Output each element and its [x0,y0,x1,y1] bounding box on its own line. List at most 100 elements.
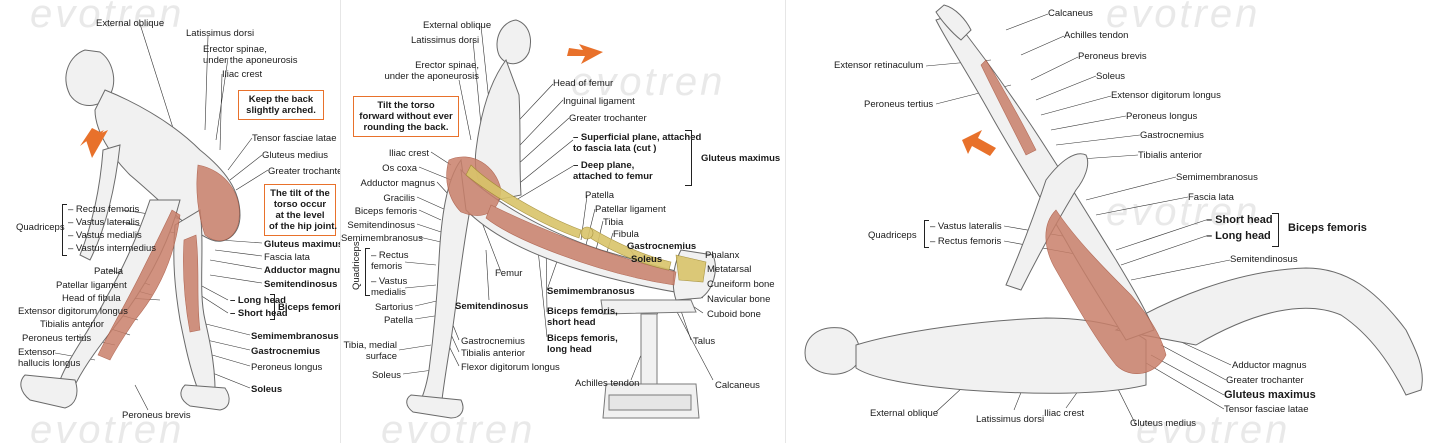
label-inguinal-ligament: Inguinal ligament [563,96,635,107]
label-short-head: – Short head [1206,214,1273,226]
label-extensor-retinaculum: Extensor retinaculum [834,60,924,71]
label-head-of-femur: Head of femur [553,78,614,89]
label-sartorius: Sartorius [374,302,413,313]
label-deep-plane: – Deep plane, attached to femur [573,160,653,182]
label-greater-trochanter: Greater trochanter [1226,375,1304,386]
label-quadriceps: Quadriceps [868,230,917,241]
label-gastrocnemius: Gastrocnemius [251,346,321,357]
panel-bench-stretch: evotren evotren [340,0,786,443]
label-gluteus-medius: Gluteus medius [262,150,329,161]
label-talus: Talus [693,336,716,347]
label-achilles-tendon: Achilles tendon [575,378,640,389]
label-erector-spinae: Erector spinae, under the aponeurosis [203,44,298,66]
label-biceps-long-head: Biceps femoris, long head [547,333,618,355]
label-gracilis: Gracilis [383,193,415,204]
panel-standing-forward-bend: evotren evotren [0,0,340,443]
label-erector-spinae: Erector spinae, under the aponeurosis [384,60,479,82]
label-semitendinosus: Semitendinosus [1230,254,1298,265]
label-gastrocnemius: Gastrocnemius [1140,130,1204,141]
label-gluteus-maximus: Gluteus maximus [264,239,340,250]
label-greater-trochanter: Greater trochanter [268,166,340,177]
label-os-coxa: Os coxa [382,163,417,174]
watermark: evotren [30,0,185,36]
bracket [365,248,370,296]
label-greater-trochanter: Greater trochanter [569,113,647,124]
label-gastrocnemius-left: Gastrocnemius [461,336,525,347]
label-semitendinosus: Semitendinosus [264,279,338,290]
label-adductor-magnus: Adductor magnus [1232,360,1307,371]
label-latissimus-dorsi: Latissimus dorsi [186,28,255,39]
label-tibialis-anterior: Tibialis anterior [40,319,105,330]
label-external-oblique: External oblique [870,408,939,419]
label-tibialis-anterior: Tibialis anterior [1138,150,1203,161]
bracket [270,294,275,320]
watermark: evotren [1106,190,1261,234]
label-adductor-magnus: Adductor magnus [264,265,340,276]
label-tibia: Tibia [603,217,624,228]
bracket [62,204,67,256]
label-extensor-digitorum-longus: Extensor digitorum longus [18,306,128,317]
note-keep-back-arched: Keep the back slightly arched. [238,90,324,120]
label-semimembranosus-bold: Semimembranosus [547,286,635,297]
label-patella: Patella [94,266,124,277]
label-soleus: Soleus [631,254,663,265]
label-semimembranosus: Semimembranosus [341,233,423,244]
label-soleus: Soleus [251,384,283,395]
label-fibula: Fibula [613,229,639,240]
label-latissimus-dorsi: Latissimus dorsi [976,414,1045,425]
note-tilt-hip-joint: The tilt of the torso occur at the level… [264,184,337,236]
label-calcaneus: Calcaneus [1048,8,1093,19]
label-tibialis-anterior: Tibialis anterior [461,348,526,359]
label-biceps-femoris: Biceps femoris [1288,222,1367,234]
label-vastus-intermedius: – Vastus intermedius [68,243,157,254]
arrow-icon [962,130,996,156]
label-semimembranosus: Semimembranosus [251,331,339,342]
label-semitendinosus: Semitendinosus [347,220,415,231]
arrow-icon [567,44,603,64]
label-quadriceps: Quadriceps [351,241,362,290]
label-peroneus-brevis: Peroneus brevis [122,410,191,421]
label-gluteus-medius: Gluteus medius [1130,418,1197,429]
bracket [924,220,929,248]
figure-illustration-3 [804,4,1423,426]
label-short-head: – Short head [230,308,288,319]
label-adductor-magnus: Adductor magnus [360,178,435,189]
label-rectus-femoris: – Rectus femoris [68,204,140,215]
label-flexor-digitorum-longus: Flexor digitorum longus [461,362,560,373]
bench-icon [600,299,700,419]
label-superficial-plane: – Superficial plane, attached to fascia … [573,132,702,154]
label-calcaneus: Calcaneus [715,380,760,391]
label-quadriceps: Quadriceps [16,222,65,233]
label-navicular-bone: Navicular bone [707,294,771,305]
label-semimembranosus: Semimembranosus [1176,172,1258,183]
label-long-head: – Long head [230,295,286,306]
label-tibia-medial-surface: Tibia, medial surface [343,340,397,362]
label-external-oblique: External oblique [96,18,165,29]
label-tensor-fasciae-latae: Tensor fasciae latae [252,133,337,144]
figure-illustration-1 [20,23,269,411]
label-extensor-hallucis-longus: Extensor hallucis longus [18,347,81,369]
label-soleus-left: Soleus [371,370,401,381]
label-biceps-femoris: Biceps femoris [354,206,417,217]
watermark: evotren [1106,0,1261,36]
label-vastus-medialis: – Vastus medialis [68,230,142,241]
label-femur: Femur [495,268,523,279]
label-patella: Patella [585,190,615,201]
note-tilt-torso: Tilt the torso forward without ever roun… [353,96,459,137]
label-gluteus-maximus: Gluteus maximus [1224,389,1316,401]
label-peroneus-longus: Peroneus longus [251,362,323,373]
label-metatarsal: Metatarsal [707,264,752,275]
label-gluteus-maximus: Gluteus maximus [701,153,781,164]
label-peroneus-brevis: Peroneus brevis [1078,51,1147,62]
label-tensor-fasciae-latae: Tensor fasciae latae [1224,404,1309,415]
label-semitendinosus-bold: Semitendinosus [455,301,529,312]
label-peroneus-tertius: Peroneus tertius [22,333,92,344]
label-latissimus-dorsi: Latissimus dorsi [411,35,480,46]
label-vastus-lateralis: – Vastus lateralis [930,221,1002,232]
label-phalanx: Phalanx [705,250,740,261]
label-extensor-digitorum-longus: Extensor digitorum longus [1111,90,1221,101]
figure-illustration-2 [398,19,716,419]
label-external-oblique: External oblique [423,20,492,31]
watermark: evotren [30,408,185,443]
label-peroneus-tertius: Peroneus tertius [864,99,934,110]
